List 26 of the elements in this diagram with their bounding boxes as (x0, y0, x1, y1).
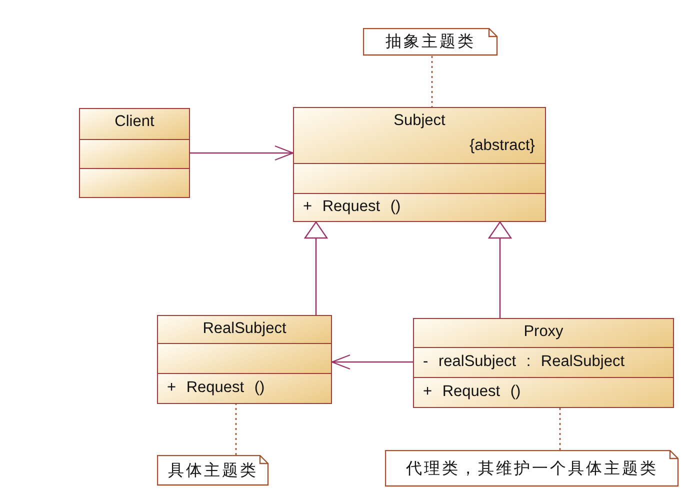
arrow (190, 145, 294, 161)
note-text: 代理类，其维护一个具体主题类 (405, 459, 659, 479)
arrow (488, 221, 512, 318)
note-text: 抽象主题类 (384, 32, 476, 52)
class-box (293, 107, 546, 222)
class-name: RealSubject (202, 320, 286, 338)
attribute-text: - realSubject : RealSubject (423, 353, 625, 371)
class-box (413, 318, 674, 408)
arrow (304, 221, 328, 315)
note-box (363, 28, 498, 56)
note-box (385, 450, 679, 487)
operation-text: + Request () (423, 383, 521, 401)
stereotype-label: {abstract} (470, 137, 535, 155)
dotted-connector (235, 404, 237, 455)
class-box (157, 315, 332, 404)
note-box (157, 455, 269, 486)
operation-text: + Request () (167, 379, 265, 397)
note-text: 具体主题类 (167, 461, 259, 481)
dotted-connector (559, 408, 561, 450)
class-name: Subject (394, 112, 446, 130)
class-name: Client (114, 113, 154, 131)
class-name: Proxy (524, 323, 564, 341)
arrow (331, 354, 413, 370)
class-box (79, 108, 190, 198)
operation-text: + Request () (303, 198, 401, 216)
dotted-connector (431, 56, 433, 107)
